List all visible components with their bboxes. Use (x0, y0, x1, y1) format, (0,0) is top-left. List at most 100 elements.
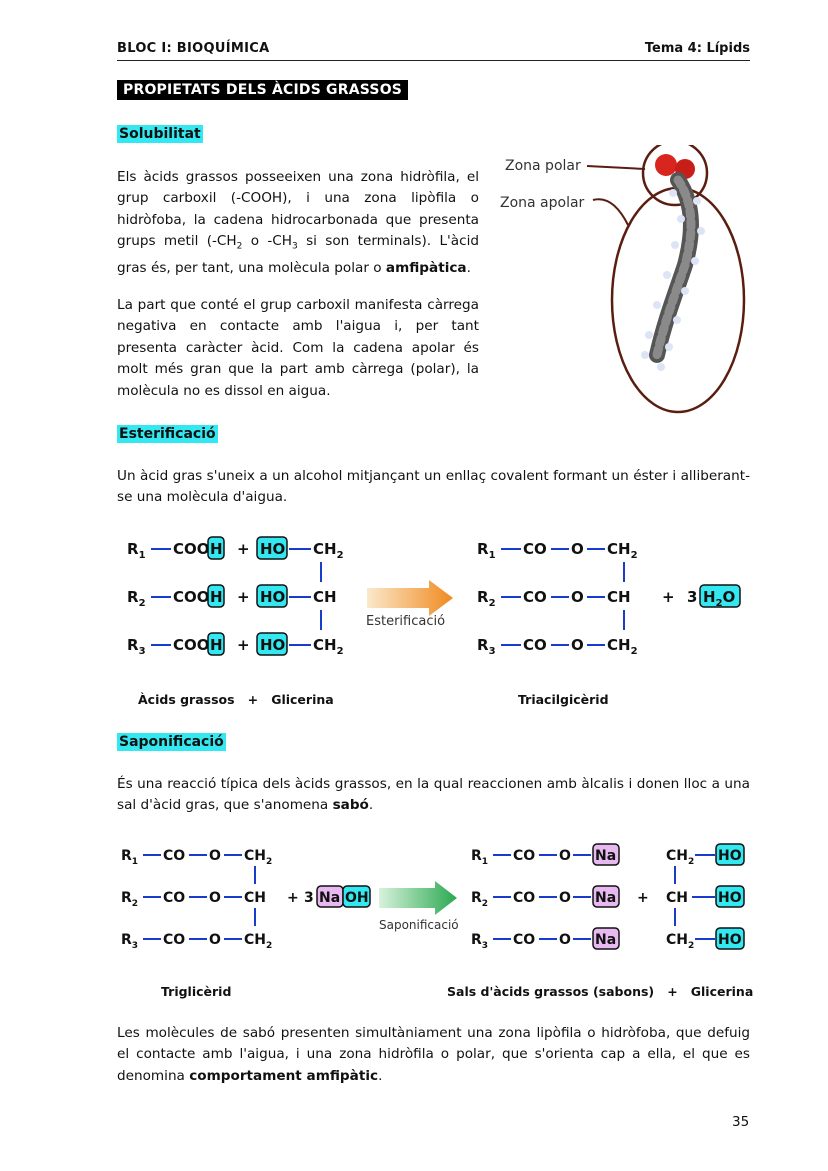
svg-text:R2: R2 (477, 588, 496, 609)
svg-text:+: + (662, 588, 675, 606)
heading-solubility: Solubilitat (117, 125, 203, 143)
svg-text:HO: HO (260, 636, 285, 654)
svg-text:R2: R2 (471, 890, 488, 909)
heading-esterification: Esterificació (117, 425, 218, 443)
svg-text:CH: CH (313, 588, 337, 606)
svg-text:HO: HO (260, 540, 285, 558)
svg-text:Na: Na (595, 848, 616, 864)
svg-text:O: O (559, 848, 571, 864)
header-left: BLOC I: BIOQUÍMICA (117, 41, 270, 56)
svg-text:CH2: CH2 (607, 636, 638, 657)
svg-text:HO: HO (260, 588, 285, 606)
saponification-soap-row-3: R3 CO O Na (471, 927, 620, 951)
esterification-caption-right: Triacilgicèrid (518, 692, 609, 707)
svg-text:CO: CO (523, 636, 547, 654)
svg-text:H2O: H2O (703, 588, 735, 609)
svg-text:+: + (287, 890, 299, 906)
svg-text:COO: COO (173, 540, 210, 558)
svg-text:HO: HO (718, 848, 742, 864)
svg-text:O: O (209, 890, 221, 906)
molecule-chain (641, 154, 705, 371)
saponification-reactant-row-3: R3 CO O CH2 (121, 932, 272, 951)
svg-text:O: O (209, 848, 221, 864)
svg-text:CO: CO (513, 890, 535, 906)
esterification-product-row-2: R2 CO O CH + 3 H2O (477, 584, 741, 609)
svg-text:O: O (571, 588, 584, 606)
svg-text:Na: Na (595, 932, 616, 948)
svg-text:H: H (210, 540, 223, 558)
svg-text:CO: CO (163, 932, 185, 948)
page-number: 35 (732, 1114, 750, 1130)
svg-text:R2: R2 (121, 890, 138, 909)
svg-text:CO: CO (163, 848, 185, 864)
svg-text:CH: CH (666, 890, 688, 906)
heading-saponification: Saponificació (117, 733, 226, 751)
saponification-soap-row-2: R2 CO O Na + (471, 885, 649, 909)
section-title: PROPIETATS DELS ÀCIDS GRASSOS (117, 80, 409, 100)
svg-text:COO: COO (173, 636, 210, 654)
svg-text:3: 3 (304, 890, 314, 906)
esterification-reactant-row-3: R3 COO H + HO CH2 (127, 632, 344, 657)
svg-text:CH2: CH2 (244, 848, 272, 867)
esterification-diagram: R1 COO H + HO CH2 R2 COO H + HO CH R3 (127, 536, 741, 657)
svg-text:R3: R3 (127, 636, 146, 657)
svg-text:R2: R2 (127, 588, 146, 609)
saponification-caption-right: Sals d'àcids grassos (sabons) + Glicerin… (447, 984, 754, 999)
esterification-caption-left: Àcids grassos + Glicerina (138, 692, 334, 707)
svg-text:R3: R3 (121, 932, 138, 951)
solubility-paragraph-1: Els àcids grassos posseeixen una zona hi… (117, 169, 479, 277)
solubility-paragraph-2: La part que conté el grup carboxil manif… (117, 297, 479, 399)
saponification-arrow (379, 881, 457, 915)
svg-text:Na: Na (319, 890, 340, 906)
svg-text:H: H (210, 588, 223, 606)
svg-text:R1: R1 (471, 848, 488, 867)
header-right: Tema 4: Lípids (644, 41, 750, 56)
svg-text:CH2: CH2 (607, 540, 638, 561)
esterification-arrow (367, 580, 453, 616)
svg-text:Na: Na (595, 890, 616, 906)
esterification-paragraph: Un àcid gras s'uneix a un alcohol mitjan… (117, 468, 750, 506)
page-header: BLOC I: BIOQUÍMICA Tema 4: Lípids (117, 40, 750, 61)
esterification-arrow-label: Esterificació (366, 614, 445, 629)
saponification-reactant-row-1: R1 CO O CH2 (121, 848, 272, 867)
esterification-reactant-row-2: R2 COO H + HO CH (127, 584, 337, 609)
svg-text:CO: CO (513, 932, 535, 948)
saponification-reactant-row-2: R2 CO O CH + 3 Na OH (121, 885, 371, 909)
saponification-paragraph: És una reacció típica dels àcids grassos… (117, 776, 750, 814)
saponification-arrow-label: Saponificació (379, 918, 459, 932)
svg-text:O: O (571, 540, 584, 558)
label-polar-zone: Zona polar (505, 158, 581, 174)
svg-text:+: + (237, 636, 250, 654)
label-apolar-zone: Zona apolar (500, 195, 585, 211)
svg-text:R3: R3 (471, 932, 488, 951)
svg-text:+: + (237, 540, 250, 558)
svg-text:R1: R1 (127, 540, 146, 561)
svg-text:O: O (571, 636, 584, 654)
svg-text:O: O (559, 890, 571, 906)
svg-text:CO: CO (513, 848, 535, 864)
svg-text:CO: CO (523, 540, 547, 558)
svg-text:+: + (237, 588, 250, 606)
svg-text:CH2: CH2 (666, 932, 694, 951)
svg-text:OH: OH (345, 890, 369, 906)
svg-text:HO: HO (718, 932, 742, 948)
svg-text:CH: CH (607, 588, 631, 606)
svg-text:HO: HO (718, 890, 742, 906)
svg-text:CH2: CH2 (313, 636, 344, 657)
saponification-soap-row-1: R1 CO O Na (471, 843, 620, 867)
fatty-acid-molecule-figure: Zona polar Zona apolar (500, 145, 746, 414)
esterification-reactant-row-1: R1 COO H + HO CH2 (127, 536, 344, 561)
svg-text:R3: R3 (477, 636, 496, 657)
esterification-product-row-3: R3 CO O CH2 (477, 636, 638, 657)
saponification-diagram: R1 CO O CH2 R2 CO O CH + 3 Na OH R3 (121, 843, 745, 951)
svg-text:CO: CO (163, 890, 185, 906)
esterification-product-row-1: R1 CO O CH2 (477, 540, 638, 561)
closing-paragraph: Les molècules de sabó presenten simultàn… (117, 1025, 750, 1084)
svg-text:COO: COO (173, 588, 210, 606)
svg-text:CH2: CH2 (666, 848, 694, 867)
saponification-glycerol: CH2 HO CH HO CH2 HO (666, 843, 745, 951)
svg-text:O: O (209, 932, 221, 948)
svg-text:CO: CO (523, 588, 547, 606)
svg-text:H: H (210, 636, 223, 654)
svg-text:CH: CH (244, 890, 266, 906)
